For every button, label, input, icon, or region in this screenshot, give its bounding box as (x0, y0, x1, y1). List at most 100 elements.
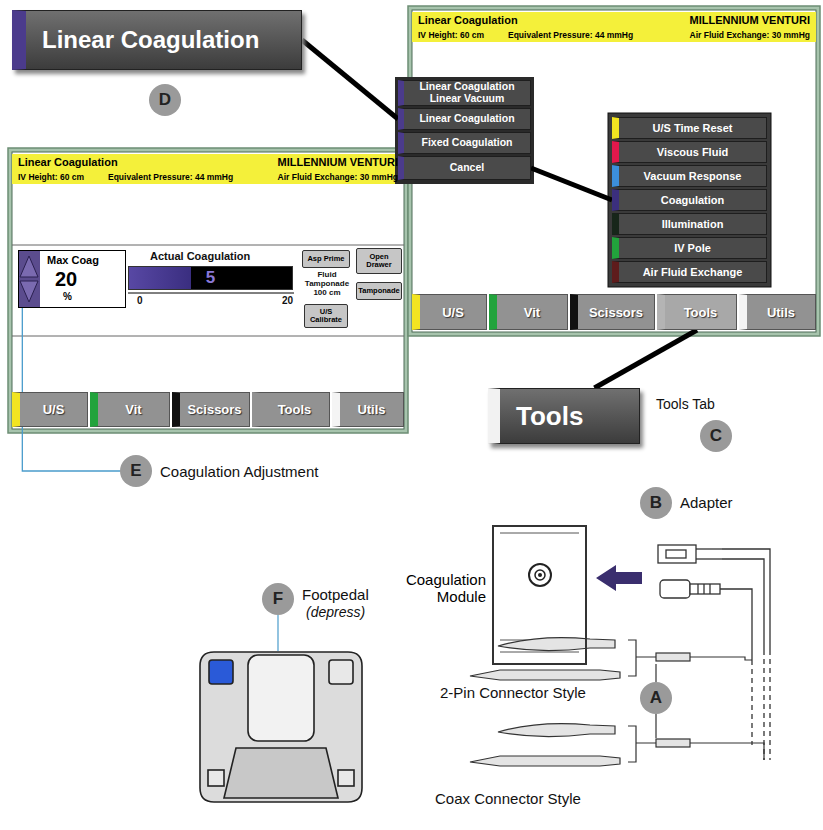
footpedal (209, 660, 233, 684)
node-label: Linear Coagulation (419, 113, 514, 125)
coagulation-module: Coagulation Module (492, 525, 587, 665)
handpiece (470, 670, 620, 680)
screen-tab: Scissors (570, 294, 655, 330)
adapter (720, 549, 770, 660)
screen-button: U/S Calibrate (304, 304, 348, 328)
screen-frame (12, 154, 404, 184)
screen-text: Linear Coagulation (18, 156, 118, 168)
screen-frame (12, 245, 404, 246)
insert-arrow (596, 565, 642, 591)
screen-text: Air Fluid Exchange: 30 mmHg (278, 172, 398, 182)
text-label: Adapter (680, 494, 733, 511)
adapter (690, 584, 720, 594)
adjust-arrows (20, 281, 38, 302)
handpiece (470, 714, 764, 766)
menu-item: Viscous Fluid (612, 141, 767, 163)
coagulation-module (500, 533, 579, 534)
node-label: Cancel (450, 162, 484, 174)
menu-item: Coagulation (612, 189, 767, 211)
text-label: Fluid Tamponade 100 cm (300, 271, 354, 297)
handpiece (628, 726, 656, 762)
coagulation-module (500, 646, 579, 647)
handpiece (498, 638, 615, 651)
menu-button: Tools (488, 388, 640, 444)
screen-button: Asp Prime (302, 250, 350, 268)
callout-connector (302, 40, 398, 119)
node-label: Utils (357, 402, 385, 417)
node-label: Illumination (662, 218, 724, 230)
node-label: Linear Coagulation (42, 26, 259, 54)
node-label: Air Fluid Exchange (643, 266, 743, 278)
screen-text: Coagulation Module (394, 571, 486, 606)
text-label: (depress) (306, 604, 365, 620)
menu-item: Illumination (612, 213, 767, 235)
menu-shadow (395, 77, 771, 287)
adapter (658, 545, 696, 563)
footpedal (200, 615, 362, 802)
node-label: Coagulation (661, 194, 725, 206)
screen-text: IV Height: 60 cm (18, 172, 84, 182)
handpiece (655, 664, 656, 682)
screen-window: Linear Coagulation Linear VacuumLinear C… (408, 6, 820, 336)
node-label: Vacuum Response (644, 170, 742, 182)
footpedal (200, 652, 362, 802)
node-label: U/S (442, 305, 464, 320)
node-label: B (650, 493, 662, 513)
node-label: IV Pole (674, 242, 711, 254)
screen-frame (8, 148, 408, 433)
callout-letter: A (640, 682, 672, 714)
popup-item: Fixed Coagulation (398, 132, 531, 154)
screen-tab: Tools (657, 294, 737, 330)
node-label: D (159, 90, 171, 110)
footpedal (329, 660, 353, 684)
screen-tab: U/S (12, 392, 88, 427)
screen-tab: Utils (332, 392, 404, 427)
adapter (696, 558, 722, 559)
text-label: 2-Pin Connector Style (440, 684, 586, 701)
screen-frame (8, 148, 408, 433)
screen-tab: Utils (739, 294, 816, 330)
footpedal (277, 615, 278, 651)
menu-shadow (608, 113, 771, 287)
adapter (697, 584, 698, 594)
node-label: Utils (767, 305, 795, 320)
screen-window: Max Coag20%5Asp PrimeOpen DrawerTamponad… (8, 148, 408, 433)
callout-letter: F (262, 583, 294, 615)
screen-text: MILLENNIUM VENTURI (278, 156, 398, 168)
screen-text: Equivalent Pressure: 44 mmHg (108, 172, 233, 182)
callout-connector (594, 330, 697, 388)
coag-bar: 5 (128, 266, 293, 290)
screen-tab: Tools (252, 392, 330, 427)
handpiece (655, 714, 656, 738)
handpiece (690, 743, 764, 760)
menu-button: Linear Coagulation (12, 10, 302, 70)
screen-button: Open Drawer (356, 248, 402, 274)
menu-item: Air Fluid Exchange (612, 261, 767, 283)
screen-tab: Scissors (172, 392, 250, 427)
footpedal (338, 770, 354, 786)
screen-frame (408, 6, 820, 336)
adjust-arrows (20, 256, 38, 277)
coagulation-module (500, 652, 579, 653)
screen-text: % (63, 291, 72, 302)
node-label: Tools (684, 305, 718, 320)
text-label: Actual Coagulation (150, 250, 250, 262)
text-label: Coagulation Adjustment (160, 463, 318, 480)
menu-shadow (395, 77, 534, 184)
adjust-arrows (18, 250, 40, 308)
popup-item: Linear Coagulation (398, 108, 531, 130)
screen-text: Air Fluid Exchange: 30 mmHg (690, 30, 810, 40)
node-label: Fixed Coagulation (421, 137, 512, 149)
menu-item: U/S Time Reset (612, 117, 767, 139)
handpiece (690, 657, 752, 660)
node-label: Linear Coagulation Linear Vacuum (406, 81, 528, 104)
footpedal (208, 770, 224, 786)
handpiece (656, 739, 690, 747)
text-label: Coax Connector Style (435, 790, 581, 807)
insert-arrow (596, 565, 642, 591)
adjust-arrows (18, 250, 40, 308)
text-label: 0 (137, 295, 143, 306)
screen-frame (12, 152, 404, 429)
node-label: Asp Prime (307, 255, 344, 263)
